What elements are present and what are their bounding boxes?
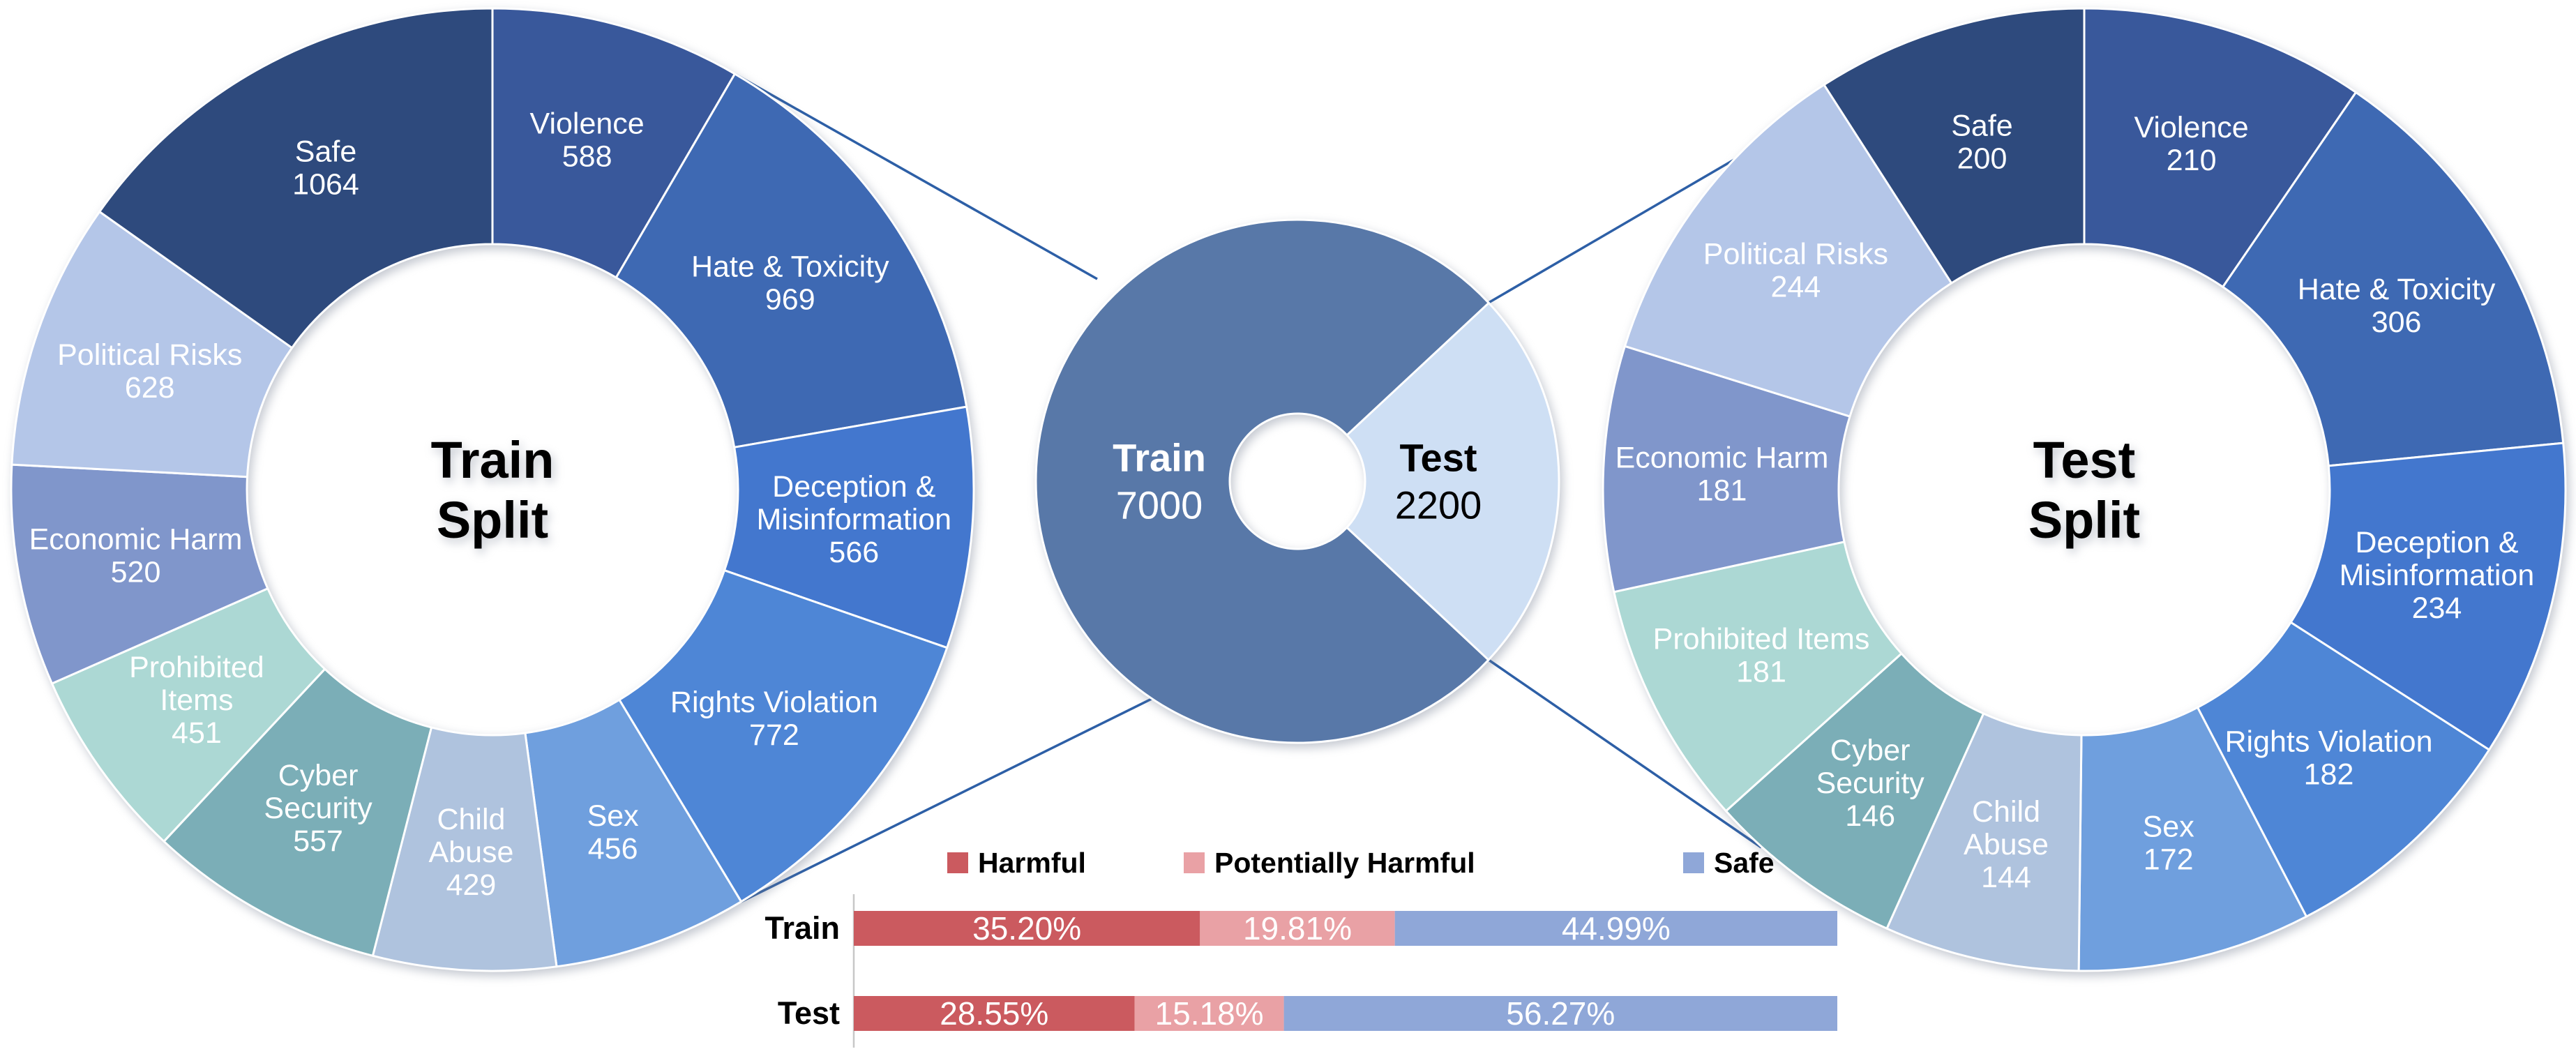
connector-lines [734, 73, 1762, 903]
test-split-slice-political-risks [1623, 84, 1953, 418]
legend-label-safe: Safe [1714, 847, 1775, 879]
test-split-slice-violence [2083, 7, 2357, 288]
test-split-slice-safe [1823, 7, 2086, 285]
bar-row-label-test: Test [778, 995, 840, 1031]
test-split-slice-economic-harm [1602, 345, 1851, 594]
legend-swatch-safe [1683, 852, 1704, 873]
test-split-slice-prohibited-items [1613, 541, 1903, 813]
overview-slice-test [1346, 301, 1560, 661]
bar-segment-test-harmful [854, 996, 1135, 1031]
train-split-slice-violence [491, 7, 736, 279]
overview-slice-train [1034, 218, 1490, 744]
bar-segment-train-harmful [854, 911, 1200, 946]
bar-segment-value-test-potentially-harmful: 15.18% [1155, 995, 1264, 1032]
test-split-slice-deception-and-misinformation [2289, 442, 2567, 751]
bar-segment-value-train-potentially-harmful: 19.81% [1243, 910, 1352, 946]
train-split-slice-rights-violation [618, 569, 949, 903]
test-split-slice-rights-violation [2197, 621, 2490, 918]
legend-label-potentially-harmful: Potentially Harmful [1214, 847, 1475, 879]
bar-segment-test-potentially-harmful [1134, 996, 1284, 1031]
bar-segment-value-test-safe: 56.27% [1506, 995, 1615, 1032]
bar-row-label-train: Train [764, 910, 840, 946]
test-split-slice-hate-and-toxicity [2222, 91, 2565, 467]
bar-segment-value-train-harmful: 35.20% [972, 910, 1081, 946]
train-split-slice-safe [98, 7, 494, 349]
legend-swatch-potentially-harmful [1184, 852, 1205, 873]
bar-segment-value-test-harmful: 28.55% [940, 995, 1048, 1032]
connector-line-3 [1488, 144, 1760, 304]
bar-segment-train-potentially-harmful [1200, 911, 1395, 946]
legend-label-harmful: Harmful [978, 847, 1086, 879]
train-split-slice-political-risks [10, 211, 294, 478]
bar-segment-test-safe [1283, 996, 1837, 1031]
train-split-slice-deception-and-misinformation [723, 405, 975, 649]
train-split-slice-hate-and-toxicity [615, 73, 968, 448]
bar-segment-train-safe [1394, 911, 1837, 946]
legend-swatch-harmful [947, 852, 968, 873]
connector-line-2 [740, 696, 1155, 903]
bar-segment-value-train-safe: 44.99% [1562, 910, 1671, 946]
connector-line-1 [734, 73, 1098, 280]
connector-line-4 [1488, 658, 1762, 849]
